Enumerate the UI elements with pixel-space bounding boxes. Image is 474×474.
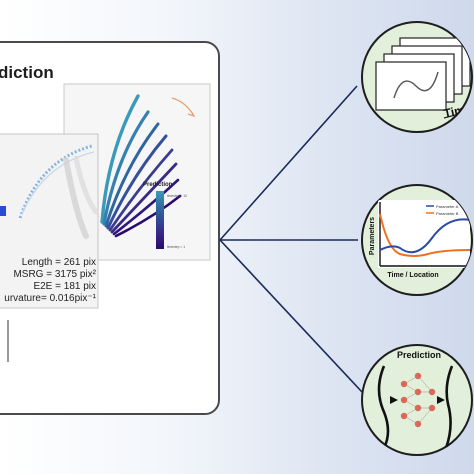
- time-frame-filament: [393, 71, 439, 99]
- parameters-circle: Parameter A Parameter B Parameters Time …: [361, 184, 473, 296]
- filament-shadow: [73, 155, 99, 215]
- colorbar-bottom-label: timestep = 1: [167, 245, 185, 249]
- measurement-e2e: E2E = 181 pix: [33, 281, 96, 292]
- time-frame: [375, 61, 447, 111]
- prediction-curves: [100, 94, 182, 238]
- prediction-panel: diction Prediction: [0, 41, 220, 415]
- nn-node: [414, 420, 422, 428]
- nn-node: [400, 412, 408, 420]
- nn-node: [400, 380, 408, 388]
- connector-to-prediction: [219, 239, 363, 393]
- legend-label-b: Parameter B: [436, 211, 459, 216]
- chart-y-label: Parameters: [369, 217, 376, 255]
- nn-node: [428, 388, 436, 396]
- measurement-card: [0, 133, 99, 362]
- prediction-curve: [106, 134, 168, 230]
- nn-node: [414, 388, 422, 396]
- series-orange: [379, 213, 471, 257]
- colorbar-top-label: timestep = 10: [167, 194, 187, 198]
- panel-title: diction: [0, 63, 54, 82]
- scale-marker: [0, 206, 6, 216]
- prediction-title: Prediction: [397, 350, 441, 360]
- flow-arrows: [390, 396, 445, 404]
- prediction-curve: [110, 162, 178, 234]
- measurement-msrg: MSRG = 3175 pix²: [13, 269, 96, 280]
- chart-x-label: Time / Location: [387, 272, 438, 279]
- chart-area: [378, 200, 470, 268]
- prediction-curve: [108, 148, 174, 232]
- prediction-curve: [104, 122, 160, 228]
- input-filament: [377, 365, 390, 449]
- output-filament: [444, 365, 454, 449]
- nn-node: [428, 404, 436, 412]
- colorbar-title: Prediction: [143, 182, 173, 188]
- prediction-curve: [102, 110, 150, 226]
- prediction-circle: Prediction: [361, 344, 473, 456]
- nn-node: [400, 396, 408, 404]
- nn-node: [414, 372, 422, 380]
- legend-label-a: Parameter A: [436, 204, 459, 209]
- connector-to-time: [219, 85, 358, 241]
- filament-outline: [21, 151, 95, 215]
- arrow-right-icon: [437, 396, 445, 404]
- time-series-circle: Time: [361, 21, 473, 133]
- measurement-readout: Length = 261 pix MSRG = 3175 pix² E2E = …: [4, 257, 96, 304]
- filament-shadow: [63, 157, 89, 239]
- connector-lines: [219, 85, 363, 393]
- series-blue: [379, 218, 471, 254]
- measurement-curvature: urvature= 0.016pix⁻¹: [4, 293, 96, 304]
- prediction-arrowhead: [187, 110, 196, 118]
- arrow-right-icon: [390, 396, 398, 404]
- circle-background: [361, 344, 473, 456]
- nn-node: [414, 404, 422, 412]
- colorbar: [156, 191, 164, 249]
- network-nodes: [400, 372, 436, 428]
- measurement-length: Length = 261 pix: [22, 257, 96, 268]
- prediction-curve: [112, 178, 180, 236]
- prediction-curve: [114, 194, 182, 238]
- prediction-curve: [100, 94, 140, 224]
- measured-filament: [18, 144, 93, 219]
